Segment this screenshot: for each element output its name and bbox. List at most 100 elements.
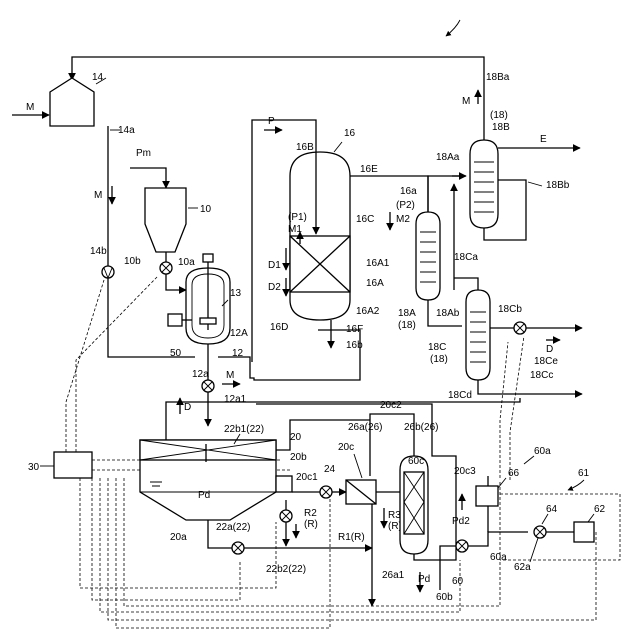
svg-text:20c1: 20c1 xyxy=(296,472,318,483)
column-18A: 18A (18) xyxy=(398,212,440,331)
svg-text:50: 50 xyxy=(170,348,182,359)
svg-text:20c2: 20c2 xyxy=(380,400,402,411)
svg-text:(18): (18) xyxy=(430,354,448,365)
svg-text:M: M xyxy=(94,190,102,201)
reactor-12: 13 12A 50 12 xyxy=(168,254,248,359)
svg-text:60a: 60a xyxy=(490,552,507,563)
svg-text:Pd: Pd xyxy=(418,574,430,585)
svg-text:14a: 14a xyxy=(118,125,135,136)
svg-text:E: E xyxy=(540,134,547,145)
controller-30: 30 xyxy=(28,452,92,478)
svg-text:Pm: Pm xyxy=(136,148,151,159)
sensor-66: 66 60a xyxy=(476,446,551,532)
svg-text:16F: 16F xyxy=(346,324,363,335)
svg-text:26a1: 26a1 xyxy=(382,570,405,581)
svg-text:18Cd: 18Cd xyxy=(448,390,472,401)
svg-text:24: 24 xyxy=(324,464,336,475)
hopper-10: Pm 10 xyxy=(130,148,212,262)
svg-text:16b: 16b xyxy=(346,340,363,351)
column-18B: (18) 18B 18Ba M xyxy=(462,72,510,228)
svg-text:16A1: 16A1 xyxy=(366,258,390,269)
svg-text:18Aa: 18Aa xyxy=(436,152,460,163)
svg-text:16a: 16a xyxy=(400,186,417,197)
svg-text:R3: R3 xyxy=(388,510,401,521)
svg-text:60c: 60c xyxy=(408,456,424,467)
svg-text:(18): (18) xyxy=(398,320,416,331)
svg-text:16A2: 16A2 xyxy=(356,306,380,317)
svg-text:18Ce: 18Ce xyxy=(534,356,558,367)
svg-text:M: M xyxy=(462,96,470,107)
svg-text:18Cb: 18Cb xyxy=(498,304,522,315)
svg-text:30: 30 xyxy=(28,462,40,473)
svg-text:12A: 12A xyxy=(230,328,248,339)
svg-text:R2: R2 xyxy=(304,508,317,519)
svg-text:18Bb: 18Bb xyxy=(546,180,570,191)
svg-text:Pd2: Pd2 xyxy=(452,516,470,527)
svg-text:12a: 12a xyxy=(192,369,209,380)
svg-text:(P1): (P1) xyxy=(288,212,307,223)
svg-text:18A: 18A xyxy=(398,308,416,319)
svg-text:66: 66 xyxy=(508,468,520,479)
unit-14: 14 xyxy=(50,72,106,126)
svg-text:18Ba: 18Ba xyxy=(486,72,510,83)
svg-text:D1: D1 xyxy=(268,260,281,271)
svg-text:(P2): (P2) xyxy=(396,200,415,211)
svg-text:20c3: 20c3 xyxy=(454,466,476,477)
svg-text:20: 20 xyxy=(290,432,302,443)
svg-text:18C: 18C xyxy=(428,342,446,353)
line-18Aa: 18Aa xyxy=(428,152,466,212)
svg-text:18Ca: 18Ca xyxy=(454,252,478,263)
svg-text:Pd: Pd xyxy=(198,490,210,501)
unit-61: 61 62 64 60a 62a xyxy=(490,468,606,573)
svg-text:12a1: 12a1 xyxy=(224,394,247,405)
svg-text:18Ab: 18Ab xyxy=(436,308,460,319)
figure-number xyxy=(446,20,460,36)
svg-text:13: 13 xyxy=(230,288,242,299)
svg-text:M2: M2 xyxy=(396,214,410,225)
svg-text:P: P xyxy=(268,116,275,127)
feed-M: M xyxy=(12,102,49,115)
valve-10b: 10b 10a xyxy=(124,256,195,290)
svg-text:22a(22): 22a(22) xyxy=(216,522,250,533)
svg-text:26a(26): 26a(26) xyxy=(348,422,382,433)
svg-text:16E: 16E xyxy=(360,164,378,175)
column-18C: 18C (18) xyxy=(428,290,490,380)
svg-text:M: M xyxy=(26,102,34,113)
pump-14b: 14b xyxy=(90,246,114,278)
svg-text:14: 14 xyxy=(92,72,104,83)
svg-text:(R): (R) xyxy=(304,519,318,530)
svg-text:22b2(22): 22b2(22) xyxy=(266,564,306,575)
line-E: E xyxy=(498,134,580,148)
svg-text:D2: D2 xyxy=(268,282,281,293)
svg-text:26b(26): 26b(26) xyxy=(404,422,438,433)
svg-text:61: 61 xyxy=(578,468,590,479)
svg-text:D: D xyxy=(546,344,553,355)
svg-text:20c: 20c xyxy=(338,442,354,453)
svg-text:60b: 60b xyxy=(436,592,453,603)
column-16: 16 16B 16E 16C 16A1 16A 16A2 16D 16F 16b xyxy=(270,128,390,351)
svg-text:10a: 10a xyxy=(178,257,195,268)
svg-text:62a: 62a xyxy=(514,562,531,573)
svg-text:16: 16 xyxy=(344,128,356,139)
svg-text:14b: 14b xyxy=(90,246,107,257)
svg-text:62: 62 xyxy=(594,504,606,515)
svg-text:60: 60 xyxy=(452,576,464,587)
svg-text:16B: 16B xyxy=(296,142,314,153)
svg-text:10b: 10b xyxy=(124,256,141,267)
line-18Ab: 18Ab xyxy=(428,300,462,326)
line-18Cc: 18Cc xyxy=(478,370,582,394)
svg-text:M: M xyxy=(226,370,234,381)
svg-text:22b1(22): 22b1(22) xyxy=(224,424,264,435)
svg-text:18Cc: 18Cc xyxy=(530,370,553,381)
valve-60: Pd 60b 60 xyxy=(418,532,528,603)
svg-text:20b: 20b xyxy=(290,452,307,463)
line-20c1: 20c1 24 xyxy=(292,464,346,498)
svg-text:20a: 20a xyxy=(170,532,187,543)
svg-text:16A: 16A xyxy=(366,278,384,289)
svg-text:10: 10 xyxy=(200,204,212,215)
svg-text:16D: 16D xyxy=(270,322,288,333)
svg-text:(18): (18) xyxy=(490,110,508,121)
svg-text:64: 64 xyxy=(546,504,558,515)
svg-text:60a: 60a xyxy=(534,446,551,457)
